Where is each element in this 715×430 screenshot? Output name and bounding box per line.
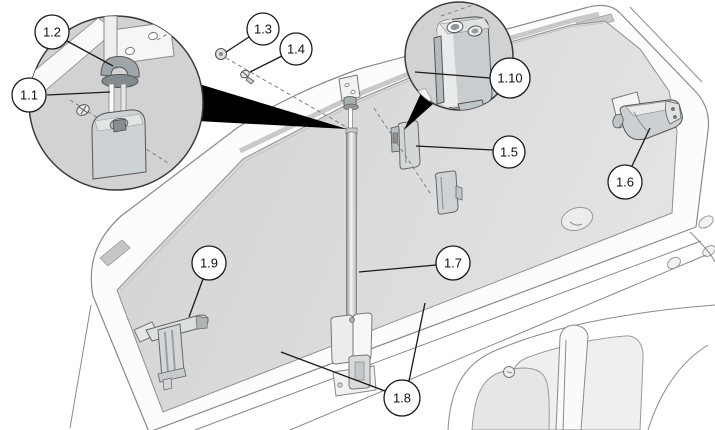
callout-1.4[interactable]: 1.4	[279, 32, 313, 66]
callout-1.10[interactable]: 1.10	[489, 57, 531, 99]
glass-panel	[116, 20, 678, 413]
callout-1.7[interactable]: 1.7	[435, 245, 471, 281]
callout-1.3[interactable]: 1.3	[246, 12, 280, 46]
clip-alignment-axis	[373, 107, 433, 197]
callout-1.1[interactable]: 1.1	[11, 77, 47, 113]
callout-label: 1.9	[200, 256, 218, 271]
handle-cup	[471, 367, 550, 430]
callout-1.6[interactable]: 1.6	[607, 164, 643, 200]
callout-bubble[interactable]	[246, 12, 280, 46]
callout-label: 1.5	[500, 145, 518, 160]
callout-bubble[interactable]	[607, 164, 643, 200]
leader-1-8b	[408, 302, 426, 382]
callout-1.2[interactable]: 1.2	[34, 14, 70, 50]
strut-lower-plate	[352, 312, 373, 362]
callout-label: 1.7	[444, 256, 462, 271]
magnifier-pointer-right	[404, 93, 433, 130]
callout-bubble[interactable]	[34, 14, 70, 50]
callout-label: 1.3	[254, 22, 272, 37]
leader-1-4	[249, 55, 283, 73]
leader-1-8a	[280, 351, 386, 392]
latch-part	[611, 91, 683, 141]
detail-view-left	[28, 15, 204, 191]
magnifier-pointer-left	[197, 84, 347, 129]
clip-part-upper	[390, 120, 421, 170]
callout-bubble[interactable]	[11, 77, 47, 113]
hinge-part	[133, 314, 209, 391]
door-handle	[471, 324, 644, 430]
leader-lines	[46, 36, 651, 392]
callout-label: 1.1	[20, 88, 38, 103]
door-hole	[698, 215, 714, 229]
callout-label: 1.4	[287, 42, 305, 57]
callout-bubble[interactable]	[191, 245, 227, 281]
strut-part	[330, 74, 377, 397]
screw-part	[240, 69, 255, 85]
leader-1-6	[631, 127, 651, 167]
callout-label: 1.10	[497, 71, 522, 86]
callout-bubble[interactable]	[435, 245, 471, 281]
latch-knob	[612, 113, 624, 129]
callout-label: 1.2	[43, 25, 61, 40]
callout-bubble[interactable]	[279, 32, 313, 66]
fastener-axis	[225, 57, 349, 129]
door-sill	[194, 240, 715, 430]
frame-seal-segment	[99, 239, 131, 267]
callout-bubble[interactable]	[489, 57, 531, 99]
callout-bubble[interactable]	[383, 379, 421, 417]
leader-1-3	[225, 36, 250, 53]
panel-plug	[560, 206, 594, 232]
washer-part	[214, 47, 228, 61]
strut-top-bracket	[338, 74, 361, 102]
detail-view-right	[404, 1, 514, 111]
callout-1.5[interactable]: 1.5	[492, 135, 526, 169]
leader-1-5	[415, 145, 494, 151]
callout-1.9[interactable]: 1.9	[191, 245, 227, 281]
leader-1-9	[188, 278, 204, 318]
leader-1-7	[358, 264, 437, 273]
clip-part-lower	[434, 170, 463, 215]
leader-1-1	[46, 91, 111, 96]
strut-rod	[346, 131, 357, 323]
callout-label: 1.8	[393, 391, 411, 406]
detail-hook	[100, 55, 140, 78]
leader-1-10	[414, 71, 491, 79]
door-body	[69, 6, 715, 429]
clip-flag	[397, 120, 421, 170]
leader-1-2	[66, 40, 114, 67]
detail-clip-fin	[433, 35, 445, 105]
clip-flag	[434, 170, 459, 215]
callout-label: 1.6	[616, 175, 634, 190]
callout-bubble[interactable]	[492, 135, 526, 169]
callout-1.8[interactable]: 1.8	[383, 379, 421, 417]
